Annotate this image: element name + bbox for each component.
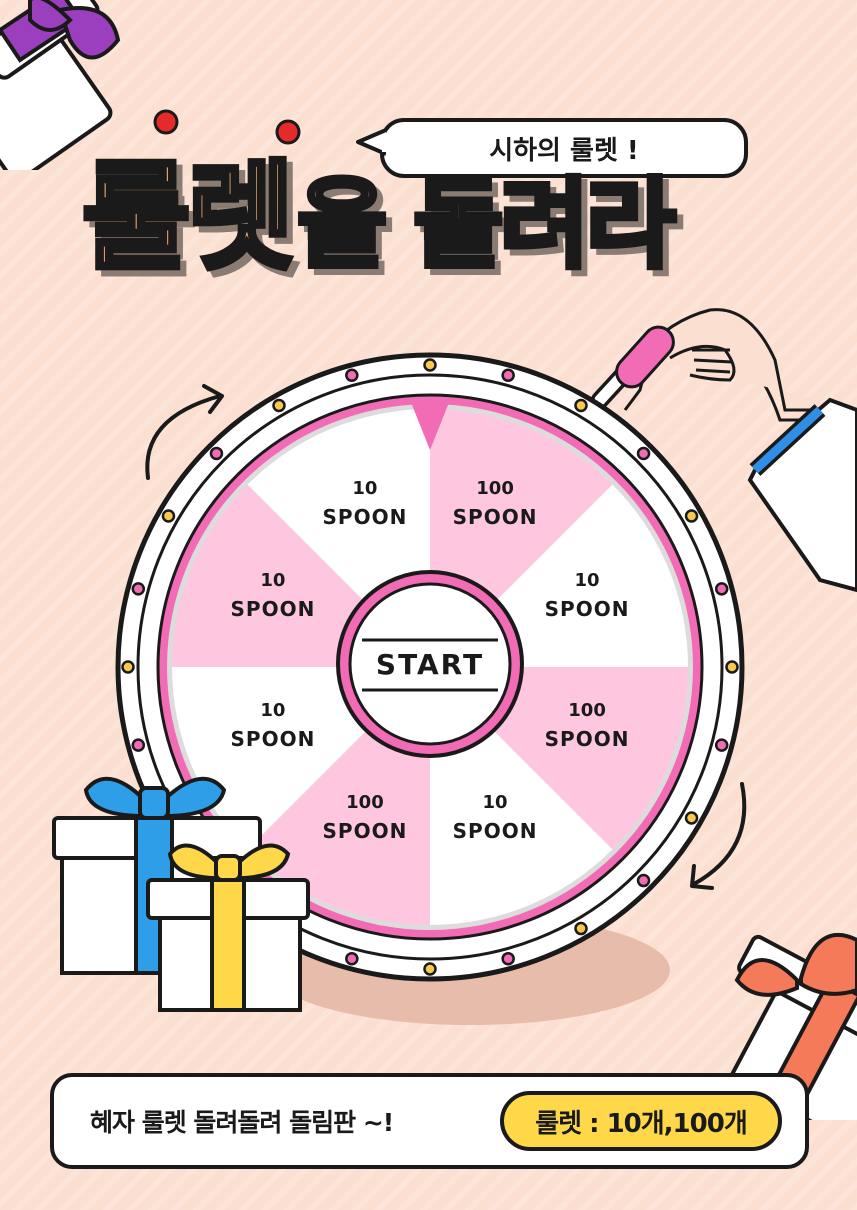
title-highlight: 룰렛: [79, 148, 297, 286]
wheel-bulb: [684, 509, 699, 523]
segment-amount: 10: [260, 700, 285, 721]
wheel-bulbs: [121, 358, 739, 976]
wheel-bulb: [636, 873, 651, 888]
wheel-rim-inner-line: [136, 373, 724, 961]
speech-bubble: 시하의 룰렛 !: [380, 118, 748, 178]
start-label[interactable]: START: [376, 648, 484, 681]
segment-amount: 10: [575, 570, 600, 591]
wheel-bulb: [345, 951, 359, 966]
segment-unit: SPOON: [453, 819, 538, 843]
wheel-bulb: [423, 358, 437, 372]
dots-decoration: [153, 109, 301, 145]
bubble-tail-icon: [356, 128, 386, 156]
wheel-bulb: [131, 738, 146, 752]
segment-unit: SPOON: [323, 505, 408, 529]
gift-boxes-icon: [52, 776, 310, 1012]
footer-banner: 혜자 룰렛 돌려돌려 돌림판 ~! 룰렛 : 10개,100개: [50, 1073, 809, 1169]
wheel-bulb: [714, 738, 729, 752]
wheel-bulb: [714, 582, 729, 596]
bubble-text: 시하의 룰렛 !: [489, 135, 639, 166]
title: 룰렛을 돌려라: [79, 140, 802, 300]
wheel-bulb: [684, 811, 699, 825]
rotate-arrow-top-icon: [145, 384, 224, 480]
wheel-labels: 100SPOON10SPOON100SPOON10SPOON100SPOON10…: [231, 478, 630, 843]
segment-amount: 10: [260, 570, 285, 591]
wheel-bulb: [501, 368, 515, 383]
gift-bottom-right-icon: [730, 933, 857, 1120]
wheel-bulb: [574, 921, 588, 936]
segment-amount: 100: [346, 792, 384, 813]
start-button: [348, 582, 512, 746]
wheel-bulb: [636, 446, 651, 461]
segment-unit: SPOON: [231, 597, 316, 621]
footer-pill: 룰렛 : 10개,100개: [500, 1091, 782, 1151]
wheel-pointer: [410, 400, 450, 450]
segment-unit: SPOON: [545, 597, 630, 621]
wheel-bulb: [121, 660, 135, 674]
wheel-bulb: [272, 398, 286, 413]
wheel-bulb: [501, 951, 515, 966]
segment-unit: SPOON: [231, 727, 316, 751]
wheel-bulb: [725, 660, 739, 674]
wheel-bulb: [131, 582, 146, 596]
segment-amount: 10: [352, 478, 377, 499]
gift-top-left-icon: [0, 0, 121, 170]
segment-unit: SPOON: [323, 819, 408, 843]
segment-amount: 100: [568, 700, 606, 721]
wheel-bulb: [423, 962, 437, 976]
segment-amount: 100: [476, 478, 514, 499]
footer-text: 혜자 룰렛 돌려돌려 돌림판 ~!: [90, 1108, 394, 1137]
wheel-bulb: [161, 509, 176, 523]
rotate-arrow-bottom-icon: [690, 782, 747, 890]
segment-unit: SPOON: [545, 727, 630, 751]
hand-illustration: [591, 308, 857, 593]
wheel-bulb: [345, 368, 359, 383]
wheel-bulb: [209, 446, 224, 461]
title-rest: 을 돌려라: [295, 168, 679, 282]
segment-unit: SPOON: [453, 505, 538, 529]
wheel-bulb: [574, 398, 588, 413]
segment-amount: 10: [483, 792, 508, 813]
